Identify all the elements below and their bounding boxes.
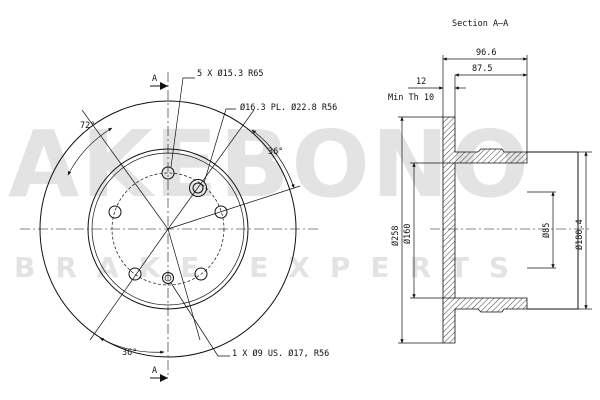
leader-small-hole xyxy=(170,282,230,357)
min-thickness: Min Th 10 xyxy=(388,93,434,103)
bolt-holes xyxy=(108,166,228,281)
small-hole-inner xyxy=(164,274,172,282)
locating-hole-inner xyxy=(192,182,204,194)
outer-disc-circle xyxy=(39,100,297,358)
angle-36-right-label: 36° xyxy=(268,147,283,157)
radial-line xyxy=(89,228,169,341)
front-view: A A 5 X Ø15.3 R65 Ø16.3 PL. Ø22.8 R56 72… xyxy=(20,68,337,382)
section-marker-bottom-label: A xyxy=(152,366,157,376)
bolt-circle xyxy=(111,172,225,286)
bolt-hole xyxy=(128,267,142,281)
section-marker-bottom: A xyxy=(150,366,168,382)
bolt-hole xyxy=(214,205,228,219)
section-marker-top-label: A xyxy=(152,74,157,84)
angle-72-label: 72° xyxy=(80,121,95,131)
locating-hole-outer xyxy=(189,179,207,197)
small-hole-outer xyxy=(162,272,174,284)
dia-85: Ø85 xyxy=(541,223,552,238)
bolt-hole xyxy=(161,166,175,180)
small-hole-label: 1 X Ø9 US. Ø17, R56 xyxy=(232,348,329,359)
radial-line xyxy=(167,109,255,230)
dia-180-4: Ø180.4 xyxy=(574,219,585,250)
angle-arc-36-bottom xyxy=(99,337,165,354)
hat-circle xyxy=(91,152,245,306)
hub-outline xyxy=(527,151,579,310)
inner-disc-circle xyxy=(87,148,249,310)
section-view: Section A–A 96.6 87.5 12 Min Th 10 Ø258 … xyxy=(388,19,592,344)
radial-line xyxy=(167,185,301,230)
dim-87-5: 87.5 xyxy=(472,64,492,74)
hub-hole-label: Ø16.3 PL. Ø22.8 R56 xyxy=(240,102,337,113)
dia-258: Ø258 xyxy=(390,226,401,246)
leader-hub xyxy=(203,108,236,184)
angle-arc-72 xyxy=(67,127,113,176)
angle-arc-36-right xyxy=(251,129,295,189)
dia-160: Ø160 xyxy=(402,224,413,244)
bolt-hole-label: 5 X Ø15.3 R65 xyxy=(197,68,264,79)
section-marker-top: A xyxy=(150,74,168,90)
dim-12: 12 xyxy=(416,77,426,87)
leader-bolt xyxy=(170,77,195,168)
dim-96-6: 96.6 xyxy=(476,48,496,58)
bolt-hole xyxy=(194,267,208,281)
angle-36-bottom-label: 36° xyxy=(122,348,137,358)
bolt-hole xyxy=(108,205,122,219)
watermark-tagline: BRAKE EXPERTS xyxy=(14,251,529,284)
radial-line xyxy=(167,228,201,341)
section-title: Section A–A xyxy=(452,19,508,29)
